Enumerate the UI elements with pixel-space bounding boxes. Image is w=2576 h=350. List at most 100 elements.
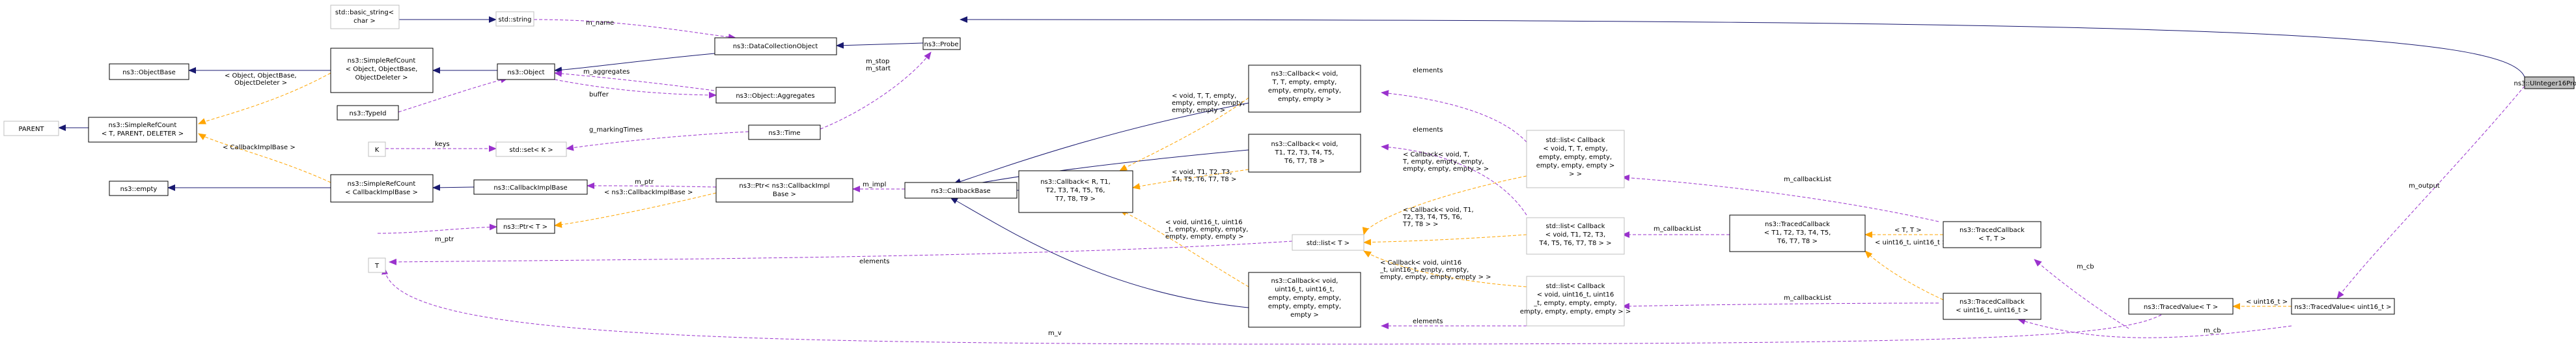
node-callbackimplbase[interactable]: ns3::CallbackImplBase — [473, 179, 588, 195]
edge-object-aggregates — [554, 79, 717, 98]
node-parent[interactable]: PARENT — [3, 121, 59, 136]
edge-label-m-ptr-2: m_ptr — [435, 236, 454, 243]
svg-text:std::list< Callback< void, T1,: std::list< Callback< void, T1, T2, T3,T4… — [1539, 223, 1612, 247]
edge-tracedcallbackt1-tracedcallbacku16 — [1864, 250, 1944, 300]
edge-callbackimplbase-simplerefcount — [432, 184, 475, 191]
edge-t-tracedvaluet — [381, 267, 2162, 345]
edge-label-m-callbacklist-3: m_callbackList — [1784, 295, 1831, 302]
svg-text:ns3::ObjectBase: ns3::ObjectBase — [122, 69, 176, 76]
node-object[interactable]: ns3::Object — [497, 63, 555, 80]
node-callback-r[interactable]: ns3::Callback< R, T1,T2, T3, T4, T5, T6,… — [1018, 170, 1133, 213]
edge-label-m-output: m_output — [2409, 182, 2440, 190]
node-t[interactable]: T — [368, 257, 386, 273]
edge-label-m-callbacklist-1: m_callbackList — [1784, 176, 1831, 183]
node-list-callback-t1[interactable]: std::list< Callback< void, T1, T2, T3,T4… — [1526, 217, 1625, 255]
node-tracedcallback-t1[interactable]: ns3::TracedCallback< T1, T2, T3, T4, T5,… — [1729, 214, 1866, 252]
svg-text:ns3::Object: ns3::Object — [507, 69, 544, 76]
svg-text:std::list< Callback< void, uin: std::list< Callback< void, uint16_t, uin… — [1520, 283, 1631, 315]
edge-cbvoidt-listcbt — [1381, 90, 1527, 143]
node-probe[interactable]: ns3::Probe — [922, 37, 961, 50]
edge-label-elements-3: elements — [1413, 318, 1443, 325]
edge-ptrt-ptrcb — [554, 192, 717, 228]
node-objectbase[interactable]: ns3::ObjectBase — [109, 63, 189, 80]
node-k[interactable]: K — [368, 141, 386, 157]
node-time[interactable]: ns3::Time — [748, 124, 821, 140]
svg-text:ns3::TracedCallback< T1, T2, T: ns3::TracedCallback< T1, T2, T3, T4, T5,… — [1764, 221, 1831, 245]
node-set[interactable]: std::set< K > — [495, 141, 567, 157]
svg-text:std::set< K >: std::set< K > — [509, 147, 553, 154]
svg-text:ns3::Callback< void,T1, T2, T3: ns3::Callback< void,T1, T2, T3, T4, T5,T… — [1271, 141, 1338, 165]
svg-text:ns3::TypeId: ns3::TypeId — [350, 110, 387, 117]
node-empty[interactable]: ns3::empty — [109, 181, 169, 196]
node-tracedcallback-t[interactable]: ns3::TracedCallback< T, T > — [1943, 221, 2042, 248]
edge-label-m-ptr-1: m_ptr — [635, 179, 654, 186]
edge-label-list-cb-t: < Callback< void, T,T, empty, empty, emp… — [1402, 151, 1489, 173]
edge-label-m-callbacklist-2: m_callbackList — [1654, 226, 1701, 233]
node-string[interactable]: std::string — [495, 11, 534, 27]
node-tracedcallback-u16[interactable]: ns3::TracedCallback< uint16_t, uint16_t … — [1943, 293, 2042, 320]
edge-cbvoidt-callbackbase — [953, 102, 1249, 185]
svg-text:K: K — [375, 147, 380, 154]
svg-text:ns3::TracedCallback< uint16_t,: ns3::TracedCallback< uint16_t, uint16_t … — [1956, 299, 2029, 314]
edge-label-m-impl: m_impl — [863, 181, 886, 188]
edge-uinteger16probe-probe — [960, 16, 2525, 78]
svg-text:ns3::SimpleRefCount< T, PARENT: ns3::SimpleRefCount< T, PARENT, DELETER … — [102, 122, 184, 138]
svg-text:ns3::Object::Aggregates: ns3::Object::Aggregates — [736, 93, 814, 100]
edge-label-g-markingtimes: g_markingTimes — [589, 126, 643, 134]
svg-text:ns3::SimpleRefCount< Object, O: ns3::SimpleRefCount< Object, ObjectBase,… — [346, 57, 418, 81]
node-uinteger16probe[interactable]: ns3::UInteger16Probe — [2514, 76, 2576, 89]
node-list-callback-t[interactable]: std::list< Callback< void, T, T, empty,e… — [1526, 130, 1625, 188]
svg-text:ns3::CallbackBase: ns3::CallbackBase — [931, 188, 990, 195]
node-list-callback-u16[interactable]: std::list< Callback< void, uint16_t, uin… — [1520, 276, 1631, 327]
edge-string-datacollectionobject — [533, 19, 736, 40]
svg-text:ns3::Callback< R, T1,T2, T3, T: ns3::Callback< R, T1,T2, T3, T4, T5, T6,… — [1040, 179, 1111, 203]
node-ptr-t[interactable]: ns3::Ptr< T > — [496, 218, 555, 234]
svg-text:ns3::TracedValue< uint16_t >: ns3::TracedValue< uint16_t > — [2294, 304, 2391, 311]
edge-label-m-aggregates: m_aggregates — [583, 68, 630, 76]
svg-text:std::list< Callback< void, T,: std::list< Callback< void, T, T, empty,e… — [1536, 137, 1615, 178]
node-object-aggregates[interactable]: ns3::Object::Aggregates — [715, 87, 836, 104]
node-tracedvalue-u16[interactable]: ns3::TracedValue< uint16_t > — [2291, 298, 2395, 315]
node-simplerefcount-t[interactable]: ns3::SimpleRefCount< T, PARENT, DELETER … — [88, 117, 197, 143]
node-datacollectionobject[interactable]: ns3::DataCollectionObject — [714, 37, 837, 55]
edge-label-m-name: m_name — [586, 20, 614, 27]
svg-text:std::list< T >: std::list< T > — [1307, 240, 1350, 247]
node-simplerefcount-callbackimpl[interactable]: ns3::SimpleRefCount< CallbackImplBase > — [330, 174, 434, 203]
edge-callbackr-cbvoidt1 — [1132, 169, 1249, 190]
edge-tracedvalueu16-uinteger16probe — [2336, 85, 2525, 299]
node-tracedvalue-t[interactable]: ns3::TracedValue< T > — [2128, 298, 2234, 315]
edge-label-u16: < uint16_t > — [2246, 299, 2288, 306]
edge-typeid-object — [398, 76, 508, 113]
edge-simplerefcountt-callbackimpl — [198, 133, 331, 183]
edge-label-buffer: buffer — [589, 91, 609, 98]
node-simplerefcount-object[interactable]: ns3::SimpleRefCount< Object, ObjectBase,… — [330, 48, 434, 93]
edge-label-elements-2: elements — [1413, 126, 1443, 134]
node-callback-void-u16[interactable]: ns3::Callback< void,uint16_t, uint16_t,e… — [1248, 272, 1361, 328]
node-callback-void-t[interactable]: ns3::Callback< void,T, T, empty, empty,e… — [1248, 65, 1361, 113]
svg-text:ns3::Time: ns3::Time — [768, 130, 800, 137]
node-basic-string[interactable]: std::basic_string<char > — [330, 5, 400, 29]
node-callback-void-t1[interactable]: ns3::Callback< void,T1, T2, T3, T4, T5,T… — [1248, 134, 1361, 173]
svg-text:ns3::Ptr< T >: ns3::Ptr< T > — [503, 224, 547, 231]
edge-listcbt-tracedcallbackt — [1622, 174, 1939, 222]
edge-time-set — [566, 131, 749, 151]
svg-text:ns3::TracedCallback< T, T >: ns3::TracedCallback< T, T > — [1960, 227, 2025, 242]
edge-listt-listcbu16 — [1363, 250, 1527, 287]
edge-listcbu16-tracedcallbacku16 — [1622, 302, 1939, 310]
edge-label-elements-t: elements — [859, 258, 889, 265]
edge-label-m-v: m_v — [1048, 330, 1062, 337]
svg-text:ns3::DataCollectionObject: ns3::DataCollectionObject — [733, 43, 818, 50]
svg-text:ns3::Probe: ns3::Probe — [924, 41, 958, 48]
edge-label-m-cb-2: m_cb — [2204, 327, 2221, 334]
node-callbackbase[interactable]: ns3::CallbackBase — [904, 182, 1018, 199]
edge-simplerefcountt-object — [198, 72, 331, 124]
node-typeid[interactable]: ns3::TypeId — [337, 105, 399, 121]
svg-text:ns3::SimpleRefCount< CallbackI: ns3::SimpleRefCount< CallbackImplBase > — [345, 181, 418, 196]
svg-text:ns3::TracedValue< T >: ns3::TracedValue< T > — [2144, 304, 2218, 311]
node-list-t[interactable]: std::list< T > — [1292, 234, 1364, 251]
edge-callbackimplbase-ptr — [587, 182, 717, 190]
edge-listt-listcbt1 — [1363, 234, 1527, 246]
